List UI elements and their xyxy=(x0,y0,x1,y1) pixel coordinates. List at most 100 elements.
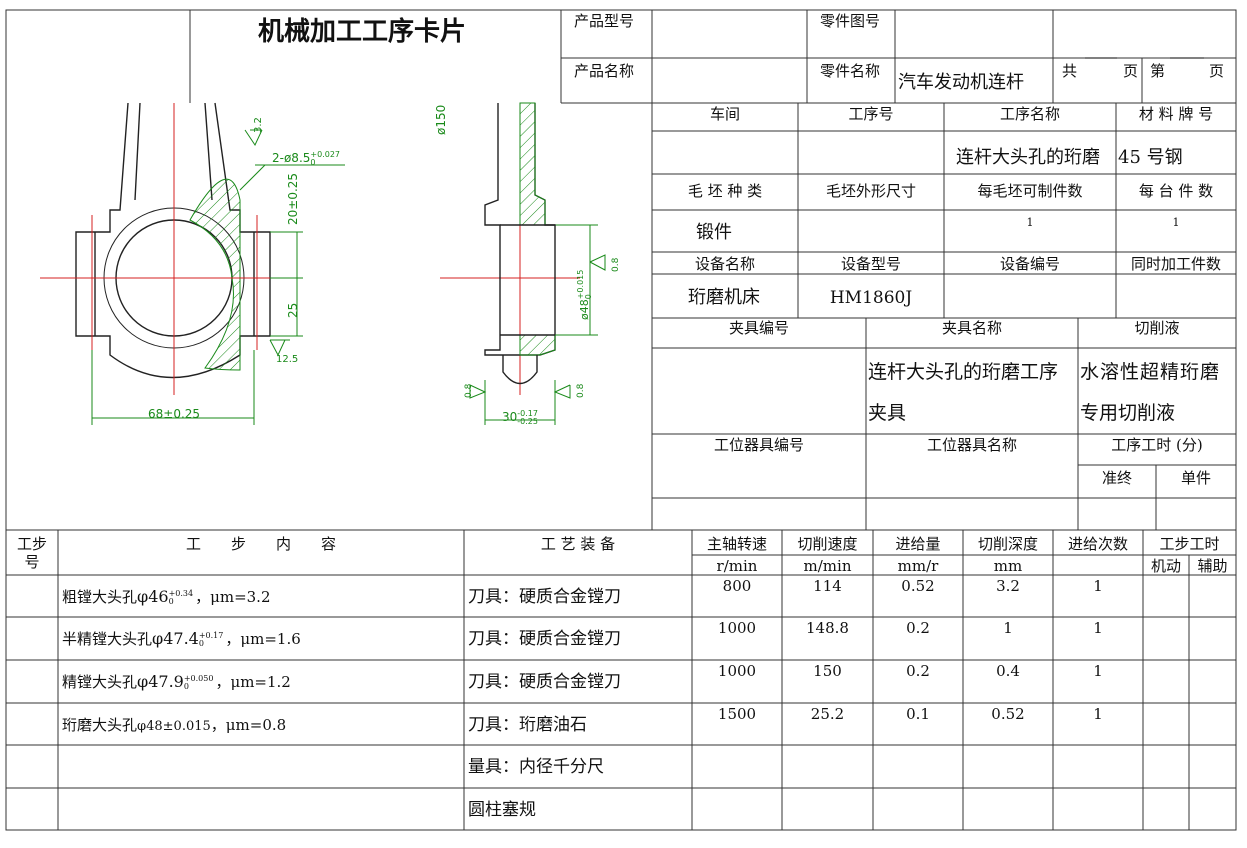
dimension-lines xyxy=(91,129,606,425)
dim-20: 20±0.25 xyxy=(286,172,300,225)
step-depth: 0.4 xyxy=(996,662,1020,680)
step-tool: 刀具：硬质合金镗刀 xyxy=(468,672,621,692)
tolerance-upper: +0.34 xyxy=(168,589,194,598)
step-passes: 1 xyxy=(1093,662,1103,680)
rough-3-2: 3.2 xyxy=(253,117,264,133)
part-drawing-label: 零件图号 xyxy=(820,12,881,30)
prep-label: 准终 xyxy=(1101,469,1132,487)
page-label-2: 页 xyxy=(1209,62,1225,80)
spindle-unit: r/min xyxy=(716,557,758,575)
equip-model-label: 设备型号 xyxy=(840,255,901,273)
front-view xyxy=(75,102,271,379)
aux-header: 辅助 xyxy=(1197,557,1228,575)
step-diameter: φ47.9 xyxy=(137,672,184,691)
nth-label: 第 xyxy=(1150,62,1166,80)
depth-unit: mm xyxy=(993,557,1023,575)
step-roughness: ，μm=1.6 xyxy=(225,630,301,648)
dim-30: 30-0.17-0.25 xyxy=(502,408,538,426)
material-value: 45 号钢 xyxy=(1118,147,1183,168)
step-spindle: 1000 xyxy=(717,619,757,637)
rough-12-5: 12.5 xyxy=(276,354,299,365)
product-model-label: 产品型号 xyxy=(574,12,635,30)
process-name-value: 连杆大头孔的珩磨 xyxy=(956,147,1100,168)
step-tool: 圆柱塞规 xyxy=(468,800,536,820)
page-label: 页 xyxy=(1123,62,1139,80)
speed-header: 切削速度 xyxy=(797,535,858,553)
tolerance-lower: 0 xyxy=(198,639,204,648)
per-blank-label: 每毛坯可制件数 xyxy=(977,182,1083,200)
step-tool: 刀具：硬质合金镗刀 xyxy=(468,587,621,607)
step-no-header-1: 工步 xyxy=(16,535,47,553)
step-content-text: 粗镗大头孔 xyxy=(62,588,138,606)
step-content-text: 珩磨大头孔 xyxy=(62,716,138,734)
fixture-name-value-1: 连杆大头孔的珩磨工序 xyxy=(868,361,1059,383)
depth-header: 切削深度 xyxy=(977,535,1038,553)
time-label: 工序工时 (分) xyxy=(1111,436,1203,454)
center-lines xyxy=(40,103,580,395)
rough-0-8-b: 0.8 xyxy=(464,383,474,398)
step-speed: 25.2 xyxy=(810,705,845,723)
tolerance-lower: 0 xyxy=(183,682,189,691)
material-label: 材 料 牌 号 xyxy=(1138,105,1214,123)
step-depth: 3.2 xyxy=(996,577,1020,595)
step-no-header-2: 号 xyxy=(24,553,40,571)
tolerance-upper: +0.17 xyxy=(198,631,224,640)
equipment-header: 工 艺 装 备 xyxy=(540,535,616,553)
per-blank-value: 1 xyxy=(1026,216,1034,229)
equip-model-value: HM1860J xyxy=(829,288,913,308)
step-spindle: 1500 xyxy=(717,705,757,723)
step-depth: 0.52 xyxy=(991,705,1025,723)
step-speed: 148.8 xyxy=(806,619,849,637)
step-passes: 1 xyxy=(1093,577,1103,595)
per-machine-value: 1 xyxy=(1172,216,1180,229)
feed-unit: mm/r xyxy=(897,557,939,575)
passes-header: 进给次数 xyxy=(1067,535,1128,553)
machine-header: 机动 xyxy=(1150,557,1181,575)
coolant-value-1: 水溶性超精珩磨 xyxy=(1080,361,1221,383)
page-title: 机械加工工序卡片 xyxy=(258,17,467,47)
step-roughness: ，μm=1.2 xyxy=(215,673,291,691)
step-time-header: 工步工时 xyxy=(1159,535,1220,553)
speed-unit: m/min xyxy=(803,557,852,575)
blank-type-value: 锻件 xyxy=(696,222,732,243)
step-tool: 量具：内径千分尺 xyxy=(468,757,604,777)
total-label: 共 xyxy=(1062,62,1078,80)
spindle-header: 主轴转速 xyxy=(706,535,767,553)
part-name-label: 零件名称 xyxy=(820,62,881,80)
process-name-label: 工序名称 xyxy=(999,105,1060,123)
content-header: 工 步 内 容 xyxy=(185,535,336,553)
step-content-text: 半精镗大头孔 xyxy=(62,630,153,648)
step-diameter: φ48±0.015 xyxy=(137,719,211,734)
step-speed: 114 xyxy=(813,577,842,595)
step-feed: 0.2 xyxy=(906,619,930,637)
step-diameter: φ47.4 xyxy=(152,629,199,648)
rough-0-8-a: 0.8 xyxy=(611,257,621,272)
station-no-label: 工位器具编号 xyxy=(713,436,804,454)
step-diameter: φ46 xyxy=(137,587,169,606)
fixture-name-value-2: 夹具 xyxy=(868,402,907,424)
equip-no-label: 设备编号 xyxy=(999,255,1060,273)
side-view xyxy=(484,102,556,385)
coolant-label: 切削液 xyxy=(1134,319,1180,337)
step-roughness: ，μm=3.2 xyxy=(195,588,271,606)
dim-150: ø150 xyxy=(434,104,448,135)
step-content: 珩磨大头孔φ48±0.015，μm=0.8 xyxy=(62,716,286,736)
feed-header: 进给量 xyxy=(895,535,941,553)
fixture-no-label: 夹具编号 xyxy=(728,319,789,337)
step-spindle: 1000 xyxy=(717,662,757,680)
workshop-label: 车间 xyxy=(709,105,740,123)
step-tool: 刀具：硬质合金镗刀 xyxy=(468,629,621,649)
step-passes: 1 xyxy=(1093,619,1103,637)
step-feed: 0.1 xyxy=(906,705,930,723)
blank-size-label: 毛坯外形尺寸 xyxy=(825,182,916,200)
step-passes: 1 xyxy=(1093,705,1103,723)
equip-name-label: 设备名称 xyxy=(694,255,755,273)
